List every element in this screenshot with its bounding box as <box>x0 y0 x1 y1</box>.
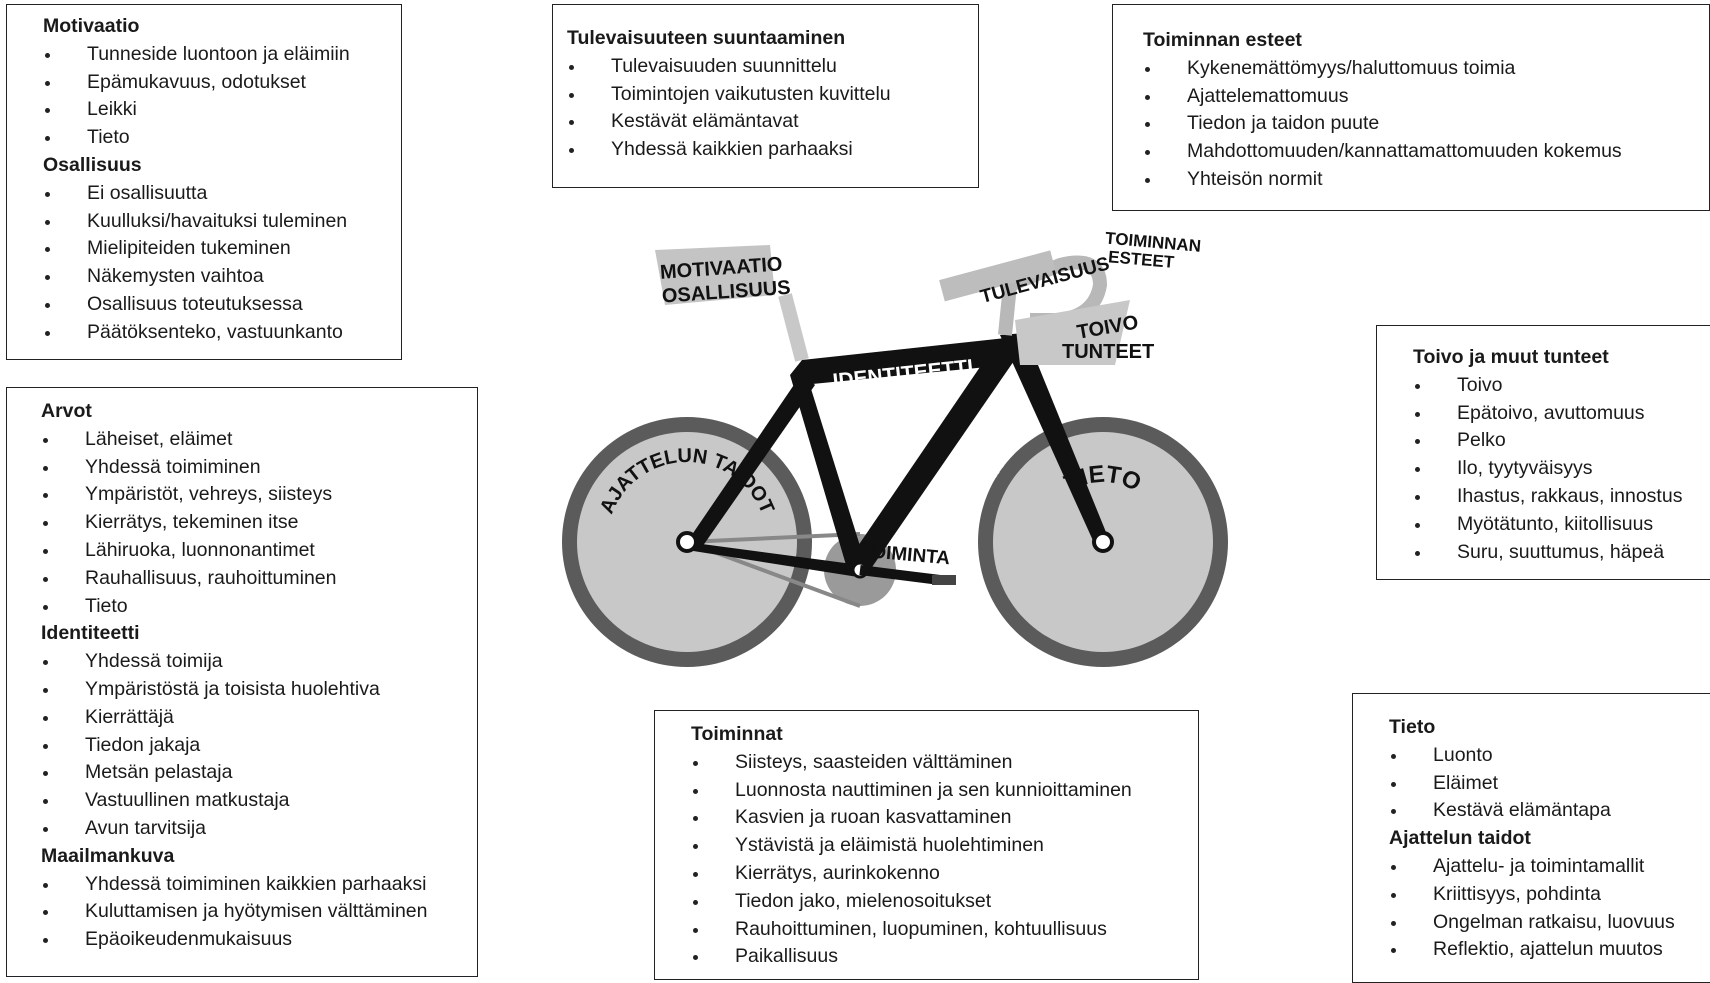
list-item: Toivo <box>1413 372 1710 400</box>
list-item: Osallisuus toteutuksessa <box>43 291 401 319</box>
list-item: Rauhallisuus, rauhoittuminen <box>41 565 477 593</box>
list-item: Kierrätys, aurinkokenno <box>691 860 1198 888</box>
section-title: Toiminnan esteet <box>1143 29 1302 51</box>
section-title: Toiminnat <box>691 723 783 745</box>
list-item: Päätöksenteko, vastuunkanto <box>43 319 401 347</box>
list-item: Ajattelu- ja toimintamallit <box>1389 853 1710 881</box>
front-bag <box>1015 300 1130 365</box>
list-item: Yhdessä kaikkien parhaaksi <box>567 136 978 164</box>
section-title: Motivaatio <box>43 15 140 37</box>
list-item: Ympäristöstä ja toisista huolehtiva <box>41 676 477 704</box>
crank-arm <box>859 565 941 585</box>
list-item: Ympäristöt, vehreys, siisteys <box>41 481 477 509</box>
section-title: Ajattelun taidot <box>1389 827 1531 850</box>
list-item: Näkemysten vaihtoa <box>43 263 401 291</box>
list-item: Ystävistä ja eläimistä huolehtiminen <box>691 832 1198 860</box>
list-item: Metsän pelastaja <box>41 759 477 787</box>
list-item: Yhdessä toimiminen kaikkien parhaaksi <box>41 871 477 899</box>
bicycle-illustration: MOTIVAATIO OSALLISUUS TULEVAISUUS TOIMIN… <box>562 229 1228 667</box>
saddle <box>655 245 775 305</box>
section-title: Maailmankuva <box>41 844 175 867</box>
list-item: Tulevaisuuden suunnittelu <box>567 53 978 81</box>
list-item: Ajattelemattomuus <box>1143 83 1709 111</box>
list-item: Eläimet <box>1389 770 1710 798</box>
list-item: Ongelman ratkaisu, luovuus <box>1389 909 1710 937</box>
list-item: Kierrättäjä <box>41 704 477 732</box>
frame <box>687 333 1110 577</box>
section-title: Identiteetti <box>41 622 140 645</box>
list-item: Kuluttamisen ja hyötymisen välttäminen <box>41 898 477 926</box>
list-item: Kykenemättömyys/haluttomuus toimia <box>1143 55 1709 83</box>
list-item: Avun tarvitsija <box>41 815 477 843</box>
list-item: Siisteys, saasteiden välttäminen <box>691 749 1198 777</box>
list-item: Luonto <box>1389 742 1710 770</box>
list-item: Epätoivo, avuttomuus <box>1413 400 1710 428</box>
list-item: Kierrätys, tekeminen itse <box>41 509 477 537</box>
handlebar-grip <box>939 250 1056 302</box>
section-title: Osallisuus <box>43 153 142 176</box>
list-item: Tiedon jako, mielenosoitukset <box>691 888 1198 916</box>
list-item: Tieto <box>43 124 401 152</box>
list-item: Lähiruoka, luonnonantimet <box>41 537 477 565</box>
list-item: Tieto <box>41 593 477 621</box>
list-item: Toimintojen vaikutusten kuvittelu <box>567 81 978 109</box>
list-item: Epäoikeudenmukaisuus <box>41 926 477 954</box>
list-item: Yhdessä toimija <box>41 648 477 676</box>
list-item: Kriittisyys, pohdinta <box>1389 881 1710 909</box>
seat-post <box>778 293 809 362</box>
list-item: Kestävä elämäntapa <box>1389 797 1710 825</box>
list-item: Ilo, tyytyväisyys <box>1413 455 1710 483</box>
list-item: Läheiset, eläimet <box>41 426 477 454</box>
list-item: Suru, suuttumus, häpeä <box>1413 539 1710 567</box>
section-title: Tieto <box>1389 716 1436 738</box>
section-title: Tulevaisuuteen suuntaaminen <box>567 27 846 49</box>
list-item: Ihastus, rakkaus, innostus <box>1413 483 1710 511</box>
list-item: Vastuullinen matkustaja <box>41 787 477 815</box>
list-item: Rauhoittuminen, luopuminen, kohtuullisuu… <box>691 916 1198 944</box>
section-title: Toivo ja muut tunteet <box>1413 346 1609 368</box>
bag-label-2: TUNTEET <box>1062 341 1154 363</box>
list-item: Kasvien ja ruoan kasvattaminen <box>691 804 1198 832</box>
list-item: Tiedon jakaja <box>41 732 477 760</box>
list-item: Pelko <box>1413 427 1710 455</box>
list-item: Reflektio, ajattelun muutos <box>1389 936 1710 964</box>
list-item: Ei osallisuutta <box>43 180 401 208</box>
list-item: Kuulluksi/havaituksi tuleminen <box>43 208 401 236</box>
list-item: Mielipiteiden tukeminen <box>43 235 401 263</box>
list-item: Paikallisuus <box>691 943 1198 971</box>
list-item: Tunneside luontoon ja eläimiin <box>43 41 401 69</box>
list-item: Leikki <box>43 96 401 124</box>
list-item: Myötätunto, kiitollisuus <box>1413 511 1710 539</box>
section-title: Arvot <box>41 400 92 422</box>
list-item: Kestävät elämäntavat <box>567 108 978 136</box>
list-item: Yhteisön normit <box>1143 166 1709 194</box>
list-item: Tiedon ja taidon puute <box>1143 110 1709 138</box>
list-item: Luonnosta nauttiminen ja sen kunnioittam… <box>691 777 1198 805</box>
list-item: Yhdessä toimiminen <box>41 454 477 482</box>
list-item: Epämukavuus, odotukset <box>43 69 401 97</box>
list-item: Mahdottomuuden/kannattamattomuuden kokem… <box>1143 138 1709 166</box>
